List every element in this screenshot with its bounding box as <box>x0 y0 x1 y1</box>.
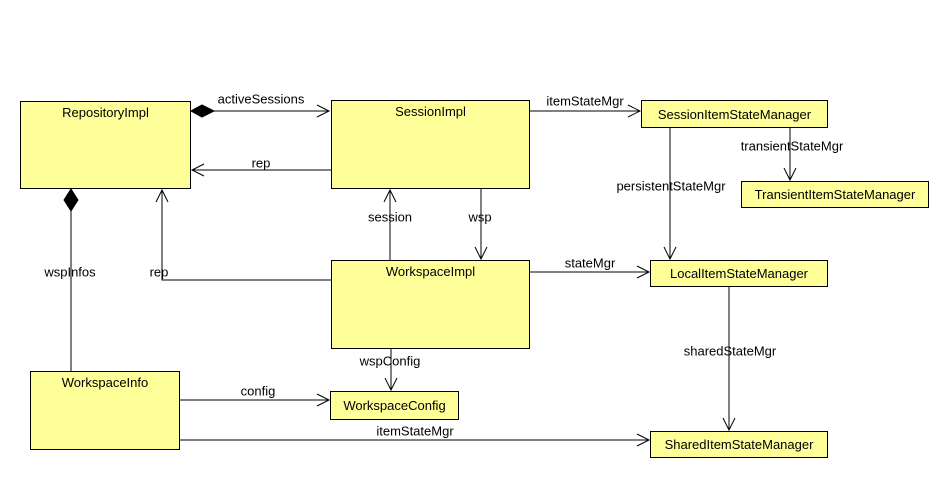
edge-wsp-config <box>384 349 398 392</box>
open-arrowhead-icon <box>155 188 169 203</box>
edge-label-shared-state-mgr: sharedStateMgr <box>683 343 777 359</box>
edge-label-session: session <box>367 209 413 225</box>
class-box-workspace-config: WorkspaceConfig <box>330 391 459 420</box>
edge-label-state-mgr: stateMgr <box>564 255 616 271</box>
class-name: SharedItemStateManager <box>664 437 814 452</box>
edge-session <box>383 188 397 260</box>
class-box-session-impl: SessionImpl <box>331 100 530 189</box>
class-name: TransientItemStateManager <box>754 187 916 202</box>
aggregation-diamond-icon <box>189 104 216 118</box>
edge-label-wsp-config: wspConfig <box>359 353 421 369</box>
open-arrowhead-icon <box>783 167 797 182</box>
class-name: WorkspaceImpl <box>385 264 476 279</box>
open-arrowhead-icon <box>316 393 331 407</box>
edge-label-wsp: wsp <box>468 209 492 225</box>
class-name: LocalItemStateManager <box>669 266 809 281</box>
class-name: WorkspaceInfo <box>61 375 149 390</box>
open-arrowhead-icon <box>383 188 397 203</box>
open-arrowhead-icon <box>722 417 736 432</box>
open-arrowhead-icon <box>636 433 651 447</box>
aggregation-diamond-icon <box>63 188 79 212</box>
class-name: SessionImpl <box>395 104 466 119</box>
edge-label-wsp-infos: wspInfos <box>44 264 96 280</box>
edge-wsp <box>474 189 488 261</box>
open-arrowhead-icon <box>663 246 677 261</box>
edge-label-active-sessions: activeSessions <box>217 91 305 107</box>
class-box-workspace-info: WorkspaceInfo <box>30 371 180 450</box>
edge-item-state-mgr-bottom <box>180 433 651 447</box>
edge-label-item-state-mgr-top: itemStateMgr <box>546 93 624 109</box>
edge-label-persistent-state-mgr: persistentStateMgr <box>616 178 726 194</box>
class-box-workspace-impl: WorkspaceImpl <box>331 260 530 349</box>
edge-rep-elbow <box>155 188 331 281</box>
edge-label-config: config <box>240 383 276 399</box>
edge-wsp-infos <box>63 188 79 371</box>
class-box-repository-impl: RepositoryImpl <box>20 101 191 189</box>
edge-state-mgr <box>530 265 651 279</box>
open-arrowhead-icon <box>384 377 398 392</box>
edge-label-rep-elbow: rep <box>149 264 169 280</box>
edge-config <box>180 393 331 407</box>
edge-label-item-state-mgr-bottom: itemStateMgr <box>376 423 454 439</box>
edge-persistent-state-mgr <box>663 128 677 261</box>
open-arrowhead-icon <box>316 104 331 118</box>
edge-item-state-mgr-top <box>530 104 642 118</box>
edge-active-sessions <box>189 104 331 118</box>
class-name: RepositoryImpl <box>62 105 149 120</box>
class-box-session-item-state-manager: SessionItemStateManager <box>641 100 828 128</box>
class-box-local-item-state-manager: LocalItemStateManager <box>650 260 828 287</box>
edge-shared-state-mgr <box>722 287 736 432</box>
open-arrowhead-icon <box>627 104 642 118</box>
open-arrowhead-icon <box>636 265 651 279</box>
edge-transient-state-mgr <box>783 128 797 182</box>
edge-label-transient-state-mgr: transientStateMgr <box>740 138 844 154</box>
edge-rep-horizontal <box>190 163 331 177</box>
class-name: WorkspaceConfig <box>343 398 446 413</box>
class-box-transient-item-state-manager: TransientItemStateManager <box>741 181 929 208</box>
open-arrowhead-icon <box>474 246 488 261</box>
class-name: SessionItemStateManager <box>657 106 812 122</box>
open-arrowhead-icon <box>190 163 205 177</box>
edge-label-rep-horizontal: rep <box>251 155 271 171</box>
class-box-shared-item-state-manager: SharedItemStateManager <box>650 431 828 458</box>
